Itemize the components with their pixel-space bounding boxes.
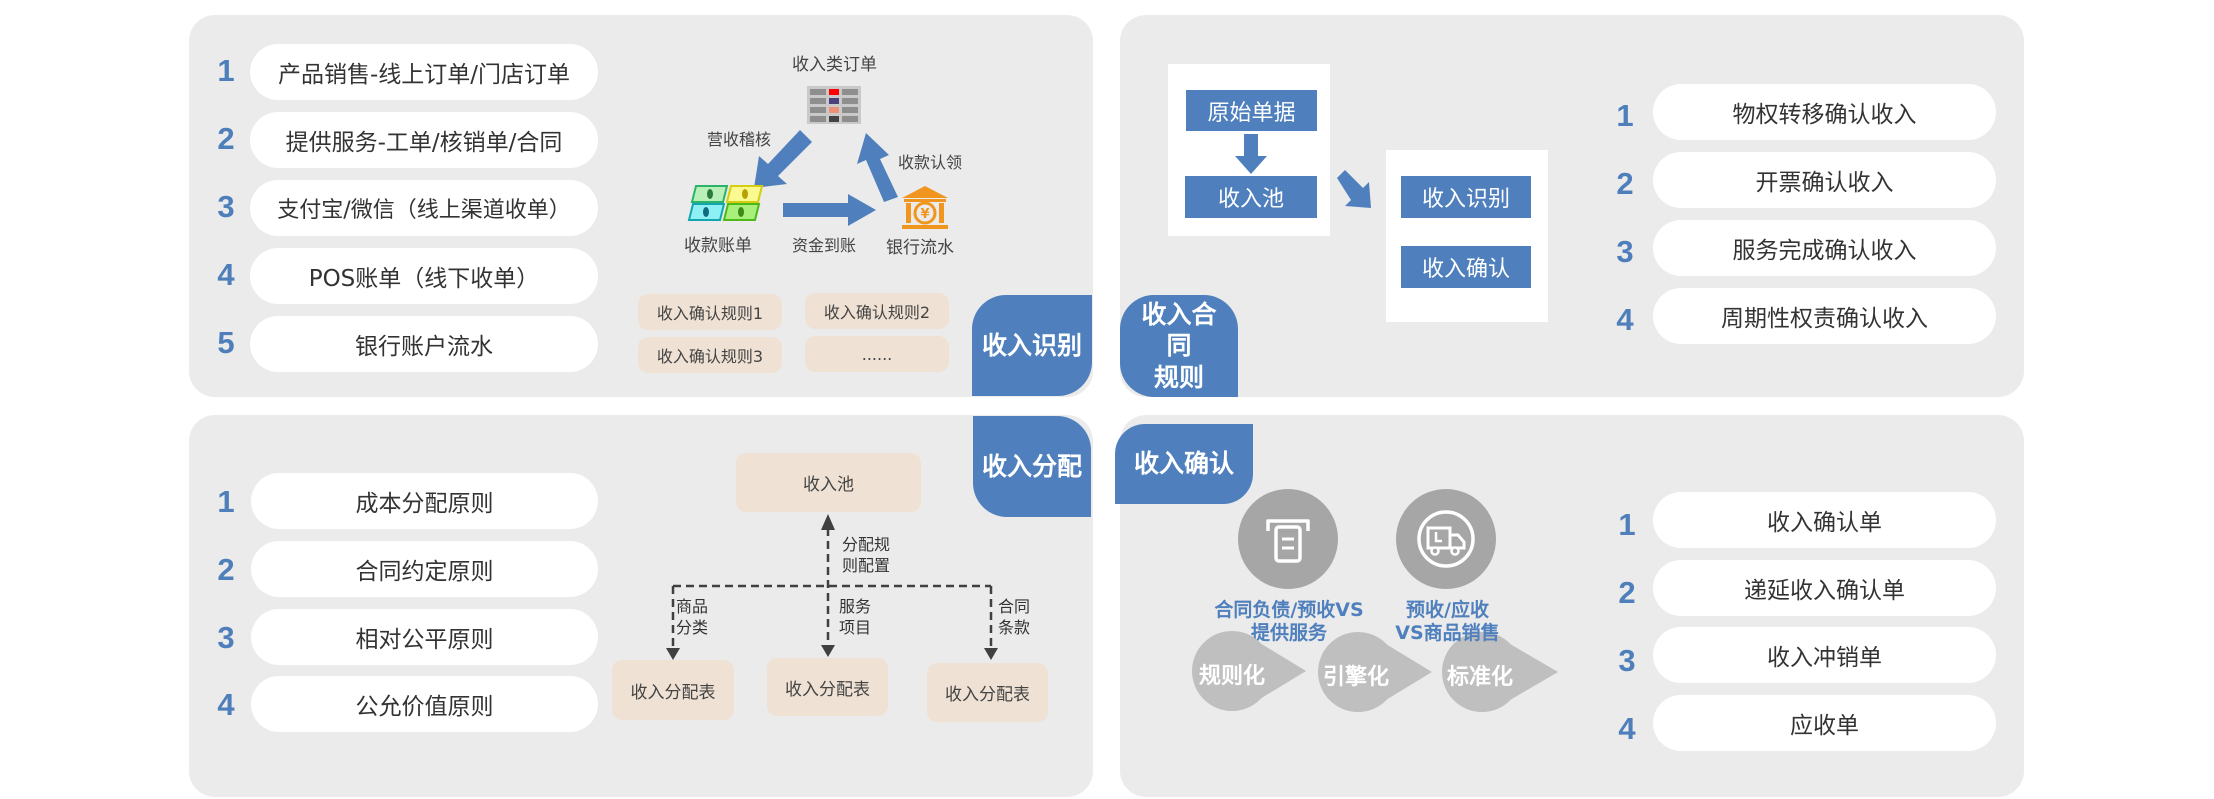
caption-receivable-vs-sales: 预收/应收 VS商品销售 [1375,599,1520,645]
source-item[interactable]: POS账单（线下收单） [250,248,598,304]
allocation-tree-lines [666,514,998,660]
document-type-item[interactable]: 收入冲销单 [1653,627,1996,683]
delivery-truck-icon [1417,510,1475,568]
tab-revenue-confirmation[interactable]: 收入确认 [1115,424,1253,504]
icon-circle [1396,489,1496,589]
rule-card[interactable]: 收入确认规则2 [805,293,949,329]
list-number: 2 [217,121,235,156]
list-number: 1 [217,484,235,519]
caption-line: 提供服务 [1250,621,1327,644]
list-number: 4 [217,687,235,722]
arrow-up-root [821,514,835,530]
document-type-item[interactable]: 收入确认单 [1653,492,1996,548]
caption-line: 预收/应收 [1406,599,1489,621]
tab-revenue-allocation[interactable]: 收入分配 [973,416,1091,517]
principle-item[interactable]: 公允价值原则 [251,676,598,732]
edge-label-audit: 营收稽核 [707,130,772,149]
source-item[interactable]: 产品销售-线上订单/门店订单 [250,44,598,100]
node-label-bank-statement: 银行流水 [886,238,954,258]
arrow-claim [857,133,898,202]
tree-root-revenue-pool[interactable]: 收入池 [736,453,921,512]
receipt-printer-icon [1266,519,1310,563]
step-shape [1381,641,1432,703]
rule-card[interactable]: 收入确认规则3 [638,337,782,373]
list-number: 4 [1616,302,1634,337]
bill-stack-icon [687,185,764,221]
flow-node-source-docs[interactable]: 原始单据 [1186,90,1317,131]
tree-leaf-allocation-table[interactable]: 收入分配表 [612,660,734,720]
source-item[interactable]: 提供服务-工单/核销单/合同 [250,112,598,168]
cycle-arrows [754,130,898,226]
arrow-funds [783,194,876,226]
principle-item[interactable]: 成本分配原则 [251,473,598,529]
step-engine-based: 引擎化 [1323,665,1390,690]
recognition-method-item[interactable]: 开票确认收入 [1653,152,1996,208]
list-number: 2 [1618,575,1636,610]
list-number: 1 [1618,507,1636,542]
edge-label-allocation-config: 分配规则配置 [842,535,891,575]
arrow-down-leaf [666,648,680,660]
caption-line: VS商品销售 [1395,621,1500,644]
list-number: 3 [217,620,235,655]
caption-line: 合同负债/预收VS [1214,599,1364,621]
node-label-receipt-bill: 收款账单 [684,236,752,256]
source-item[interactable]: 支付宝/微信（线上渠道收单） [250,180,598,236]
tab-contract-rules[interactable]: 收入合同规则 [1120,295,1238,397]
recognition-method-item[interactable]: 物权转移确认收入 [1653,84,1996,140]
arrow-down-leaf [984,648,998,660]
principle-item[interactable]: 合同约定原则 [251,541,598,597]
arrow-down-leaf [821,645,835,657]
list-number: 2 [1616,166,1634,201]
icon-circle [1238,489,1338,589]
edge-label-branch: 服务项目 [839,597,872,637]
edge-label-claim: 收款认领 [898,153,963,172]
list-number: 3 [1618,643,1636,678]
flow-node-revenue-pool[interactable]: 收入池 [1185,176,1317,218]
rule-card[interactable]: 收入确认规则1 [638,294,782,330]
caption-contract-liability: 合同负债/预收VS 提供服务 [1198,599,1380,645]
arrow-diagonal-icon [1337,170,1371,208]
step-chevrons [1192,631,1558,712]
order-table-icon [807,86,861,124]
list-number: 3 [217,189,235,224]
rule-card[interactable]: ...... [805,336,949,372]
document-type-item[interactable]: 递延收入确认单 [1653,560,1996,616]
recognition-method-item[interactable]: 周期性权责确认收入 [1653,288,1996,344]
node-label-revenue-orders: 收入类订单 [792,55,877,75]
edge-label-funds: 资金到账 [792,236,857,255]
step-shape [1505,641,1558,703]
step-shape [1318,632,1398,712]
source-item[interactable]: 银行账户流水 [250,316,598,372]
list-number: 4 [1618,711,1636,746]
flow-node-confirm[interactable]: 收入确认 [1401,246,1531,288]
bank-icon: ¥ [902,186,948,229]
step-shape [1192,631,1272,711]
list-number: 1 [217,53,235,88]
step-shape [1442,632,1522,712]
recognition-method-item[interactable]: 服务完成确认收入 [1653,220,1996,276]
step-standardized: 标准化 [1447,665,1514,690]
list-number: 5 [217,325,235,360]
principle-item[interactable]: 相对公平原则 [251,609,598,665]
tree-leaf-allocation-table[interactable]: 收入分配表 [927,663,1048,722]
step-shape [1255,640,1306,702]
flow-node-identify[interactable]: 收入识别 [1401,176,1531,218]
svg-text:¥: ¥ [920,207,929,222]
document-type-item[interactable]: 应收单 [1653,695,1996,751]
list-number: 4 [217,257,235,292]
list-number: 2 [217,552,235,587]
arrow-down-icon [1235,134,1267,174]
tab-revenue-identification[interactable]: 收入识别 [972,295,1092,396]
list-number: 3 [1616,234,1634,269]
list-number: 1 [1616,98,1634,133]
edge-label-branch: 商品分类 [676,597,709,637]
step-rule-based: 规则化 [1199,664,1266,689]
arrow-audit [754,130,812,188]
tree-leaf-allocation-table[interactable]: 收入分配表 [767,658,888,716]
edge-label-branch: 合同条款 [998,597,1031,637]
